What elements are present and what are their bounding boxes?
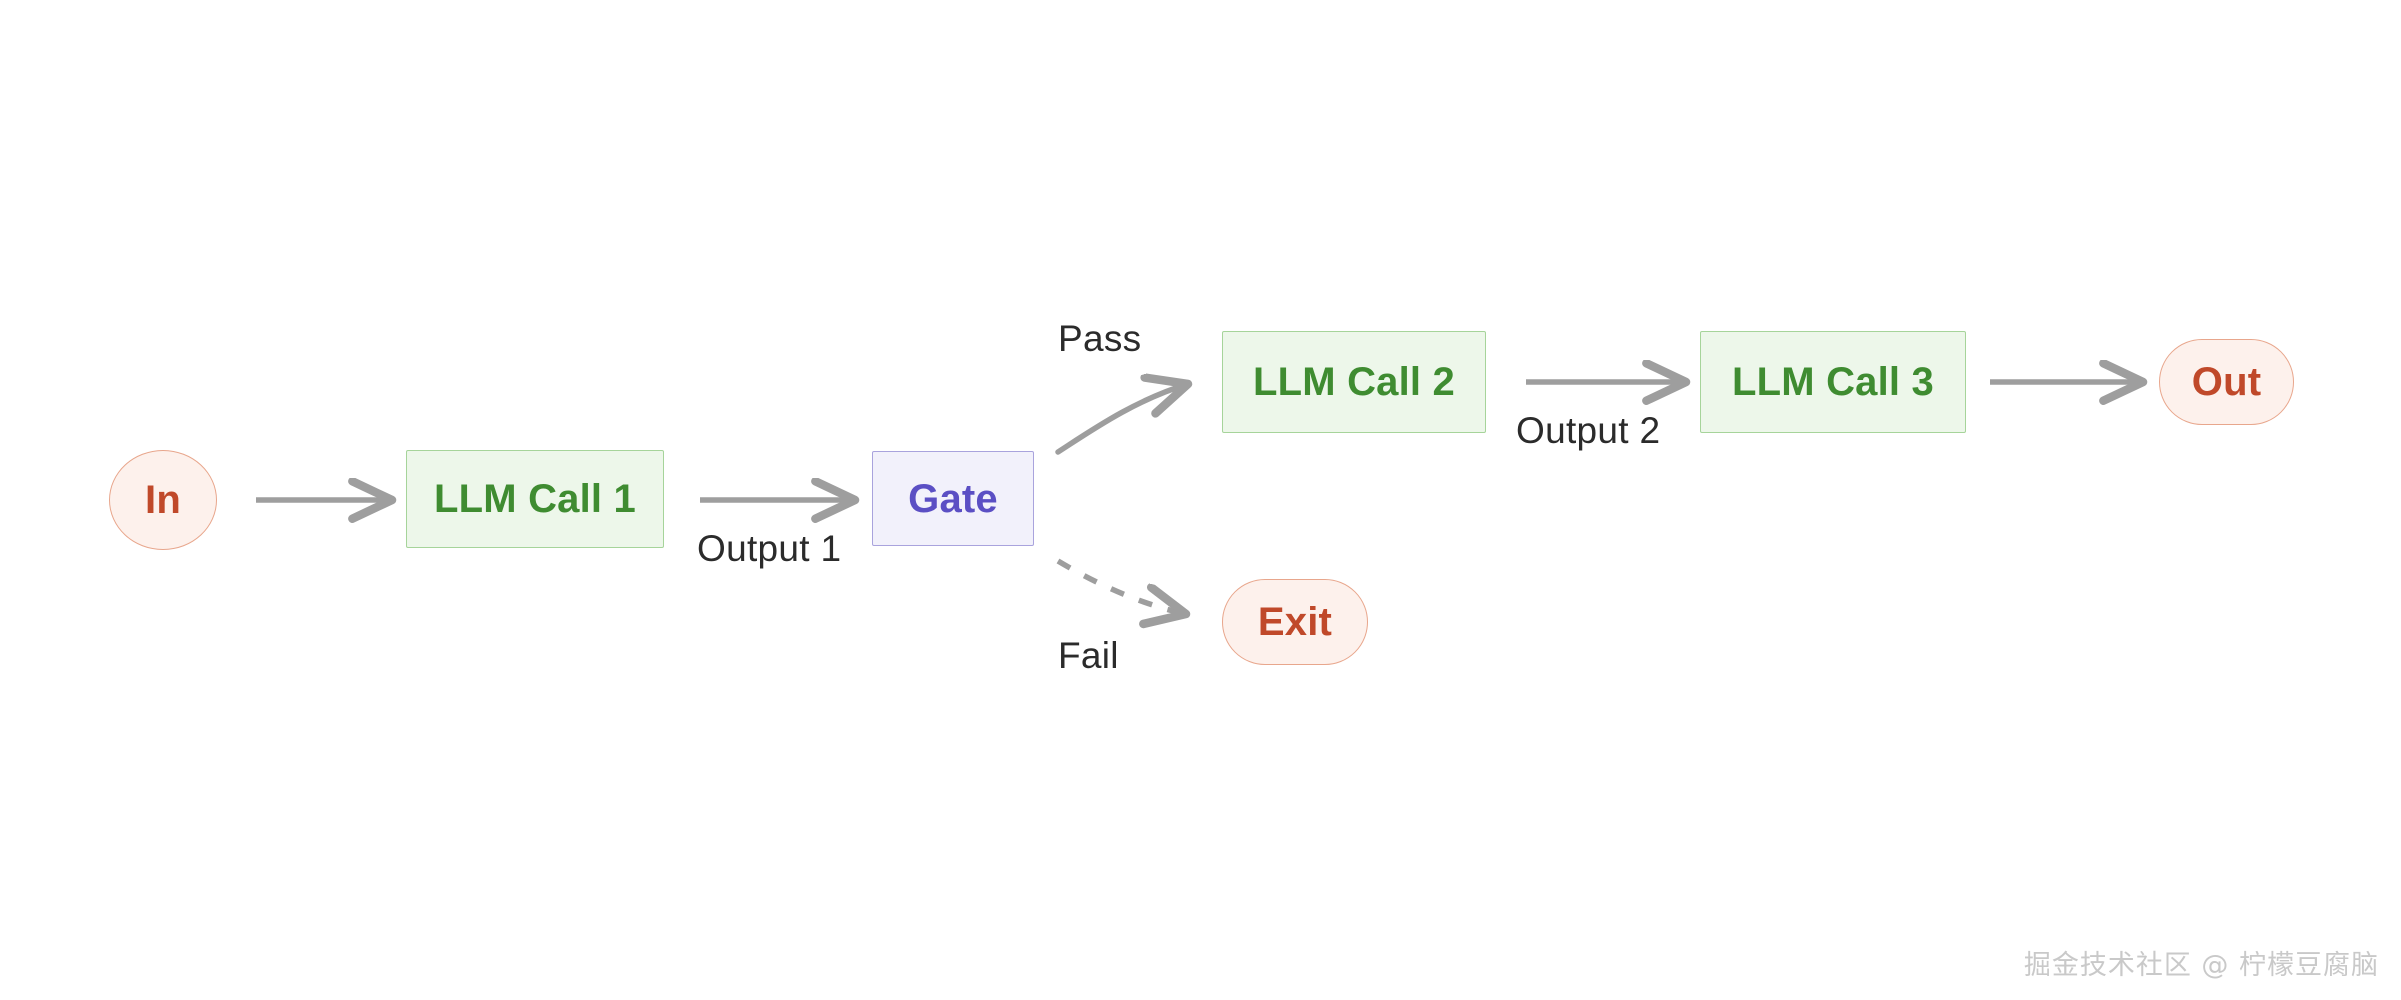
node-exit-label: Exit <box>1257 600 1333 644</box>
node-out[interactable]: Out <box>2159 339 2294 425</box>
node-llm-call-2-label: LLM Call 2 <box>1252 360 1456 404</box>
node-llm-call-1[interactable]: LLM Call 1 <box>406 450 664 548</box>
watermark: 掘金技术社区 @ 柠檬豆腐脑 <box>2023 950 2379 981</box>
node-out-label: Out <box>2191 360 2262 404</box>
node-llm-call-3[interactable]: LLM Call 3 <box>1700 331 1966 433</box>
node-gate[interactable]: Gate <box>872 451 1034 546</box>
node-llm-call-3-label: LLM Call 3 <box>1731 360 1935 404</box>
edge-gate-to-exit-fail <box>1056 558 1186 614</box>
node-exit[interactable]: Exit <box>1222 579 1368 665</box>
node-in[interactable]: In <box>109 450 217 550</box>
node-in-label: In <box>145 478 181 522</box>
node-gate-label: Gate <box>908 476 998 521</box>
edge-label-pass: Pass <box>1058 318 1142 359</box>
edge-label-output-2: Output 2 <box>1516 410 1661 451</box>
edge-gate-to-call2-pass <box>1055 384 1188 455</box>
node-llm-call-1-label: LLM Call 1 <box>433 477 637 521</box>
edge-label-fail: Fail <box>1058 635 1119 676</box>
node-llm-call-2[interactable]: LLM Call 2 <box>1222 331 1486 433</box>
edge-label-output-1: Output 1 <box>697 528 842 569</box>
